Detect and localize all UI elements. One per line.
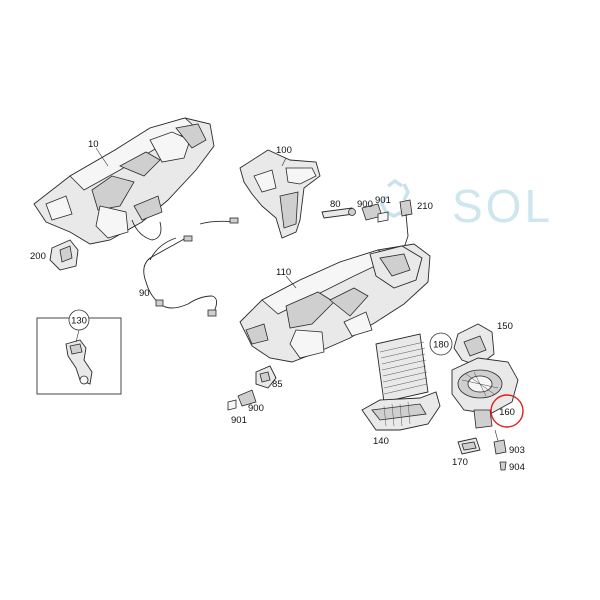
callout-label: 200 (30, 251, 46, 262)
actuator-85 (255, 365, 277, 389)
callout-label: 130 (71, 316, 87, 327)
callout-label: 900 (357, 199, 373, 210)
callout-label: 150 (497, 321, 513, 332)
inset-box-130 (36, 317, 122, 395)
callout-label: 110 (276, 267, 291, 278)
callout-label: 901 (375, 195, 391, 206)
sol-logo: SOL (380, 178, 553, 232)
callout-130-bubble: 130 (68, 309, 90, 331)
screws-903-904 (493, 429, 507, 471)
blower-motor-160 (451, 357, 524, 429)
wire-harness-90 (143, 217, 239, 317)
logo-text: SOL (452, 180, 553, 232)
resistor-170 (457, 437, 481, 455)
bracket-200 (49, 239, 79, 271)
duct-140 (361, 391, 441, 431)
callout-label: 100 (276, 145, 292, 156)
rod-80 (321, 207, 356, 219)
callout-label: 903 (509, 445, 525, 456)
callout-label: 90 (139, 288, 150, 299)
callout-label: 900 (248, 403, 264, 414)
callout-label: 180 (433, 340, 449, 351)
callout-label-highlighted: 160 (499, 407, 515, 418)
callout-label: 901 (231, 415, 247, 426)
callout-180-bubble: 180 (429, 332, 453, 356)
callout-label: 170 (452, 457, 468, 468)
callout-label: 904 (509, 462, 525, 473)
callout-label: 80 (330, 199, 341, 210)
heater-housing-10 (33, 117, 215, 245)
callout-label: 10 (88, 139, 99, 150)
highlight-circle (490, 394, 524, 428)
hvac-housing-110 (239, 243, 431, 363)
callout-label: 140 (373, 436, 389, 447)
cabin-filter-180 (375, 333, 429, 403)
callout-label: 210 (417, 201, 433, 212)
clip-900-901-upper (361, 203, 389, 223)
bracket-100 (239, 149, 321, 239)
clip-900-901-lower (227, 389, 257, 411)
callout-label: 85 (272, 379, 283, 390)
sensor-210 (399, 199, 413, 249)
blower-cover-150 (453, 323, 495, 367)
